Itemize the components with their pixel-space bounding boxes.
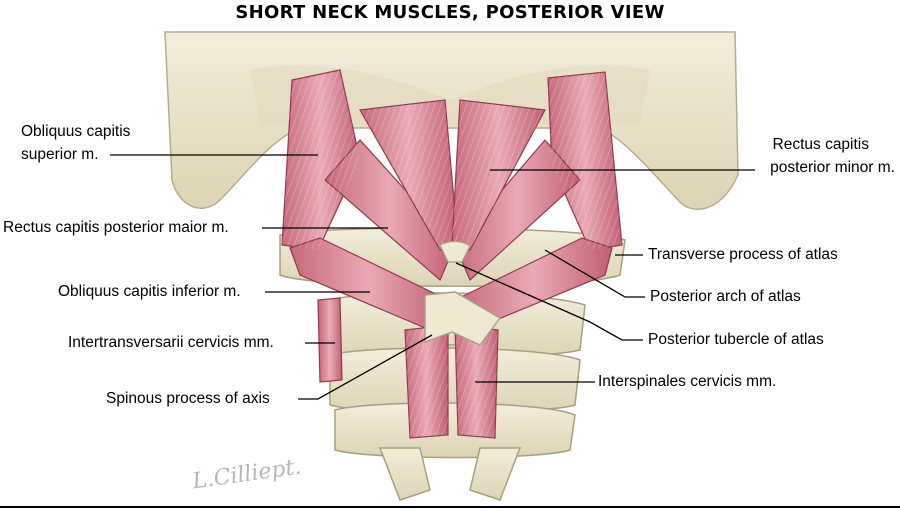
label-rectus-minor-1: Rectus capitis <box>772 136 869 153</box>
label-posterior-arch-atlas: Posterior arch of atlas <box>650 288 801 305</box>
intertransversarii <box>317 297 343 383</box>
label-interspinales: Interspinales cervicis mm. <box>598 373 777 390</box>
spinous-process-axis <box>424 291 502 346</box>
label-transverse-process-atlas: Transverse process of atlas <box>648 246 838 263</box>
muscle-fibers <box>282 70 622 438</box>
label-obliquus-superior-2: superior m. <box>21 146 99 163</box>
label-spinous-process-axis: Spinous process of axis <box>106 390 270 407</box>
posterior-tubercle <box>439 240 471 263</box>
leader-lines <box>110 154 755 400</box>
page-title: SHORT NECK MUSCLES, POSTERIOR VIEW <box>235 2 665 23</box>
label-intertransversarii: Intertransversarii cervicis mm. <box>68 334 274 351</box>
label-obliquus-inferior: Obliquus capitis inferior m. <box>58 283 241 300</box>
label-rectus-major: Rectus capitis posterior maior m. <box>3 219 229 236</box>
bottom-rule <box>0 506 900 508</box>
label-rectus-minor-2: posterior minor m. <box>770 159 895 176</box>
label-obliquus-superior-1: Obliquus capitis <box>21 123 131 140</box>
label-posterior-tubercle-atlas: Posterior tubercle of atlas <box>648 331 824 348</box>
